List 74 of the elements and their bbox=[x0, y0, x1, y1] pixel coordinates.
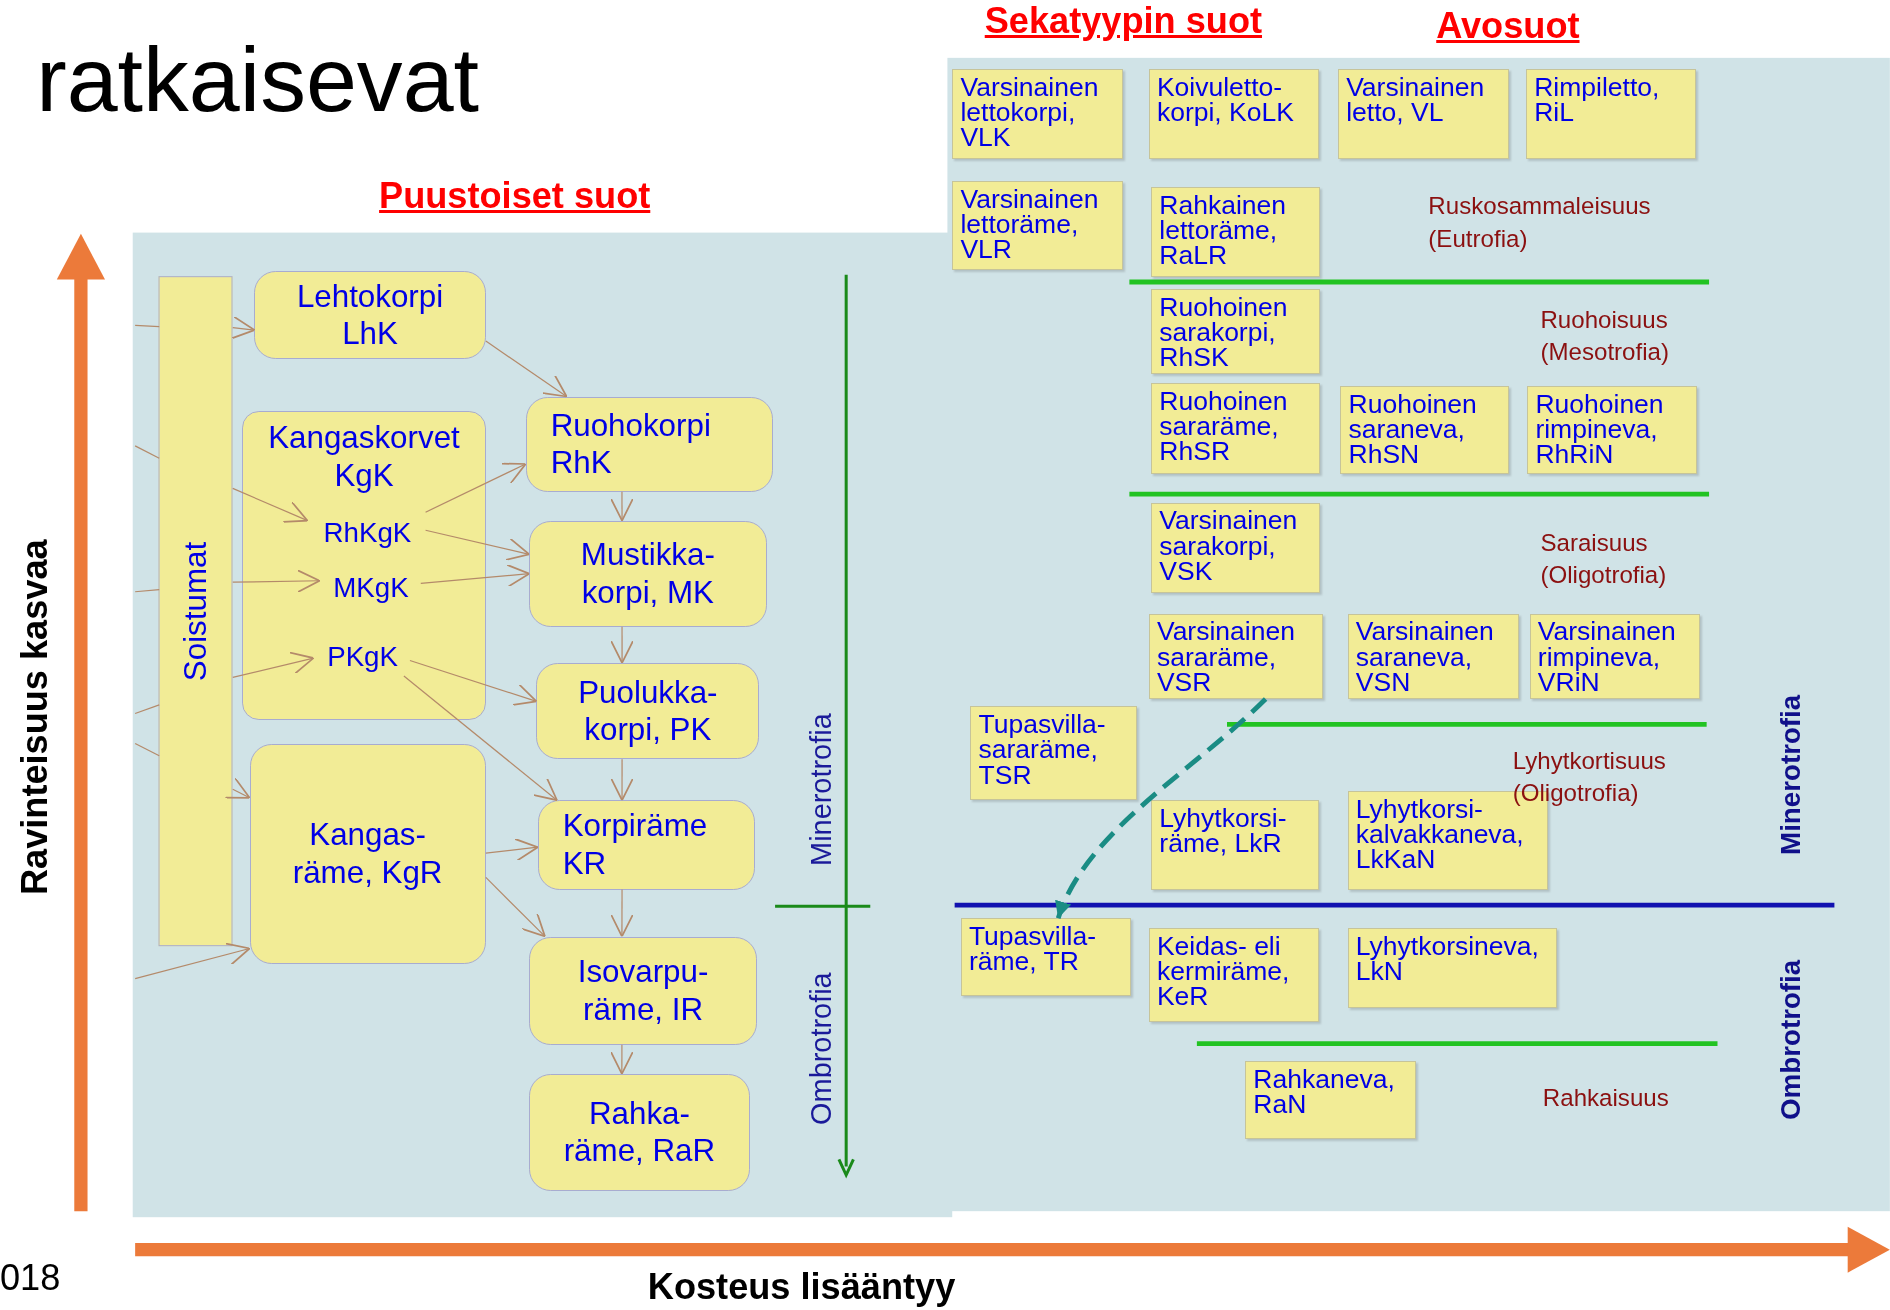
arrow bbox=[424, 529, 531, 561]
type-box: Varsinainen lettokorpi, VLK bbox=[952, 68, 1124, 160]
type-label: PKgK bbox=[314, 636, 411, 678]
zone-label: Ombrotrofia bbox=[804, 971, 839, 1127]
zone-label: Rahkaisuus bbox=[1542, 1083, 1670, 1114]
type-box: Rimpiletto, RiL bbox=[1525, 68, 1696, 160]
arrow bbox=[485, 838, 539, 862]
arrow bbox=[232, 487, 309, 523]
type-box: Kangas-räme, KgR bbox=[249, 743, 486, 965]
section-heading: Sekatyypin suot bbox=[983, 0, 1263, 43]
type-box: Mustikka-korpi, MK bbox=[529, 520, 767, 627]
arrow bbox=[485, 876, 546, 938]
group-heading: Kangaskorvet KgK bbox=[267, 419, 461, 495]
type-box: Varsinainen sarakorpi, VSK bbox=[1151, 502, 1320, 593]
arrow bbox=[1055, 697, 1268, 920]
zone-label: Minerotrofia bbox=[804, 712, 839, 868]
type-label: RhKgK bbox=[308, 512, 427, 553]
type-box: Ruohoinen sararäme, RhSR bbox=[1151, 383, 1320, 474]
axis-label: Kosteus lisääntyy bbox=[646, 1265, 957, 1309]
type-box: Keidas- eli kermiräme, KeR bbox=[1148, 928, 1319, 1023]
type-label: MKgK bbox=[320, 567, 422, 609]
type-box: Varsinainen letto, VL bbox=[1337, 68, 1510, 160]
side-bar: Soistumat bbox=[159, 276, 233, 947]
arrow bbox=[610, 1044, 634, 1075]
title-text: ratkaisevat bbox=[36, 33, 481, 132]
type-box: Ruohoinen saraneva, RhSN bbox=[1340, 385, 1510, 474]
arrow bbox=[232, 569, 321, 593]
type-box: Puolukka-korpi, PK bbox=[536, 662, 760, 760]
connector-line bbox=[134, 445, 160, 459]
arrow bbox=[610, 491, 634, 522]
connector-line bbox=[134, 324, 160, 328]
arrow bbox=[403, 675, 558, 802]
type-box: Rahka-räme, RaR bbox=[529, 1073, 750, 1191]
type-box: Rahkainen lettoräme, RaLR bbox=[1151, 186, 1320, 278]
group-box bbox=[242, 411, 486, 720]
section-heading: Puustoiset suot bbox=[378, 174, 652, 218]
zone-label: Ombrotrofia bbox=[1774, 958, 1808, 1122]
type-box: Ruohokorpi RhK bbox=[525, 396, 773, 492]
arrow bbox=[232, 651, 315, 678]
type-box: Tupasvilla-räme, TR bbox=[960, 918, 1131, 996]
arrow bbox=[610, 758, 634, 802]
type-box: Varsinainen lettoräme, VLR bbox=[952, 180, 1124, 270]
arrow bbox=[424, 462, 527, 513]
arrow bbox=[409, 659, 538, 706]
zone-label: Ruohoisuus (Mesotrofia) bbox=[1540, 304, 1670, 368]
type-box: Lyhytkorsineva, LkN bbox=[1347, 928, 1558, 1008]
type-box: Varsinainen sararäme, VSR bbox=[1148, 613, 1324, 700]
type-box: Tupasvilla-sararäme, TSR bbox=[970, 706, 1137, 801]
connector-line bbox=[134, 704, 160, 715]
zone-label: Minerotrofia bbox=[1774, 693, 1808, 857]
type-box: Korpiräme KR bbox=[537, 800, 755, 890]
arrow bbox=[224, 777, 251, 799]
zone-label: Ruskosammaleisuus (Eutrofia) bbox=[1428, 191, 1652, 254]
type-box: Varsinainen rimpineva, VRiN bbox=[1529, 613, 1700, 700]
arrow bbox=[610, 626, 634, 664]
page-number: 018 bbox=[0, 1257, 62, 1301]
arrow bbox=[420, 563, 531, 588]
section-heading: Avosuot bbox=[1435, 4, 1581, 48]
type-box: Lehtokorpi LhK bbox=[254, 271, 486, 360]
arrow bbox=[610, 888, 634, 938]
type-box: Rahkaneva, RaN bbox=[1245, 1060, 1417, 1140]
connector-line bbox=[134, 742, 160, 757]
zone-label: Saraisuus (Oligotrofia) bbox=[1540, 527, 1668, 591]
arrow bbox=[134, 942, 251, 980]
arrow bbox=[485, 340, 568, 398]
type-box: Lyhytkorsi-räme, LkR bbox=[1151, 800, 1319, 890]
type-box: Koivuletto-korpi, KoLK bbox=[1148, 68, 1319, 160]
type-box: Ruohoinen sarakorpi, RhSK bbox=[1151, 289, 1320, 374]
axis-label: Ravinteisuus kasvaa bbox=[12, 538, 56, 898]
type-box: Varsinainen saraneva, VSN bbox=[1347, 613, 1519, 700]
arrow bbox=[230, 315, 256, 340]
connector-line bbox=[134, 588, 160, 593]
type-box: Isovarpu-räme, IR bbox=[529, 936, 757, 1046]
type-box: Ruohoinen rimpineva, RhRiN bbox=[1527, 385, 1698, 474]
